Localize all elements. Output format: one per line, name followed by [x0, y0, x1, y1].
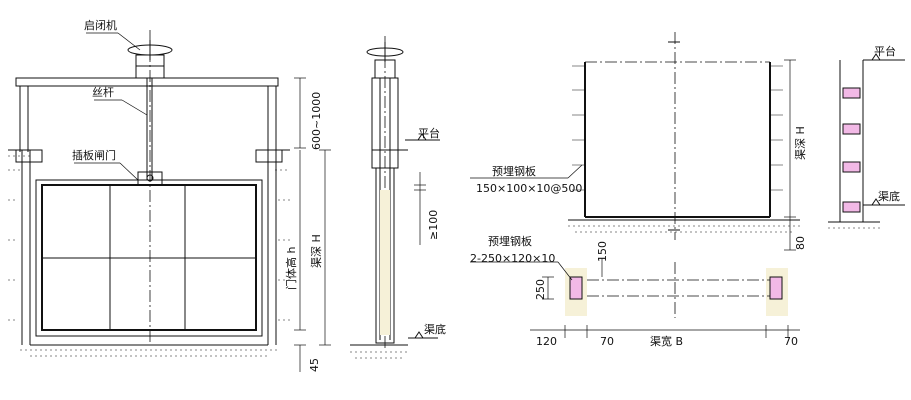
side-section [350, 36, 440, 359]
channel-elevation [470, 32, 800, 251]
label-channel-depth-right: 渠深 H [794, 126, 807, 160]
dim-plan-70-left: 70 [600, 335, 614, 348]
dim-plan-70-right: 70 [784, 335, 798, 348]
side-strip [828, 53, 905, 229]
label-hoist: 启闭机 [84, 18, 117, 32]
label-embedded-plate-1-spec: 150×100×10@500 [476, 182, 582, 195]
dim-plan-250: 250 [534, 279, 547, 300]
dim-rod-range: 600~1000 [310, 92, 323, 150]
label-embedded-plate-2: 预埋钢板 [488, 234, 532, 248]
label-gate: 插板闸门 [72, 148, 116, 162]
dim-plan-150: 150 [596, 241, 609, 262]
label-gate-height: 门体高 h [284, 247, 298, 290]
dim-bottom-45: 45 [308, 358, 321, 372]
label-platform-right: 平台 [874, 44, 896, 58]
front-elevation [8, 30, 331, 372]
dim-right-80: 80 [794, 236, 807, 250]
label-platform-left: 平台 [418, 126, 440, 140]
label-embedded-plate-2-spec: 2-250×120×10 [470, 252, 555, 265]
label-channel-width: 渠宽 B [650, 334, 683, 348]
label-channel-bottom-right: 渠底 [878, 189, 900, 203]
dim-plan-120: 120 [536, 335, 557, 348]
label-channel-bottom-left: 渠底 [424, 322, 446, 336]
label-embedded-plate-1: 预埋钢板 [492, 164, 536, 178]
dim-gap-min: ≥100 [427, 210, 440, 240]
label-channel-depth-left: 渠深 H [310, 234, 323, 268]
label-screw-rod: 丝杆 [92, 85, 114, 99]
plan-view [470, 258, 800, 338]
